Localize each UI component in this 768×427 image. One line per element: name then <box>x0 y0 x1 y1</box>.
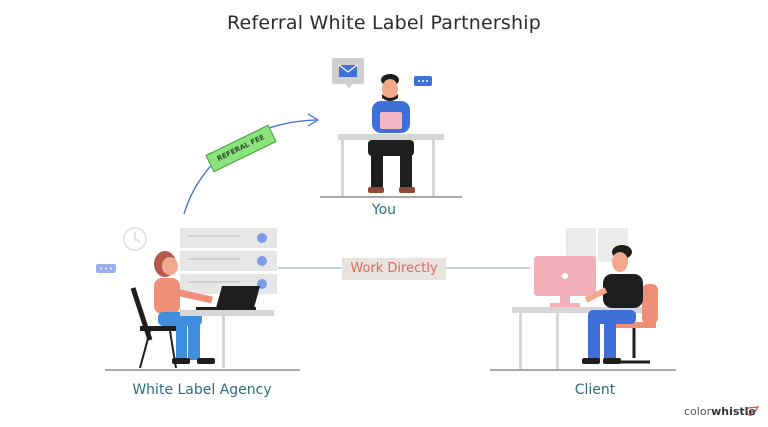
agency-figure <box>96 227 300 371</box>
you-figure <box>320 58 462 198</box>
brand-part-color: color <box>684 405 712 418</box>
you-label: You <box>371 202 397 218</box>
referral-arrow <box>183 113 320 215</box>
brand-part-whistle: whistle <box>711 405 756 418</box>
work-directly-label: Work Directly <box>342 258 446 280</box>
brand-logo: colorwhistle <box>684 405 756 418</box>
whistle-icon <box>745 406 760 416</box>
page-title: Referral White Label Partnership <box>227 12 541 34</box>
client-figure <box>490 228 676 371</box>
agency-label: White Label Agency <box>132 382 272 398</box>
client-label: Client <box>574 382 616 398</box>
